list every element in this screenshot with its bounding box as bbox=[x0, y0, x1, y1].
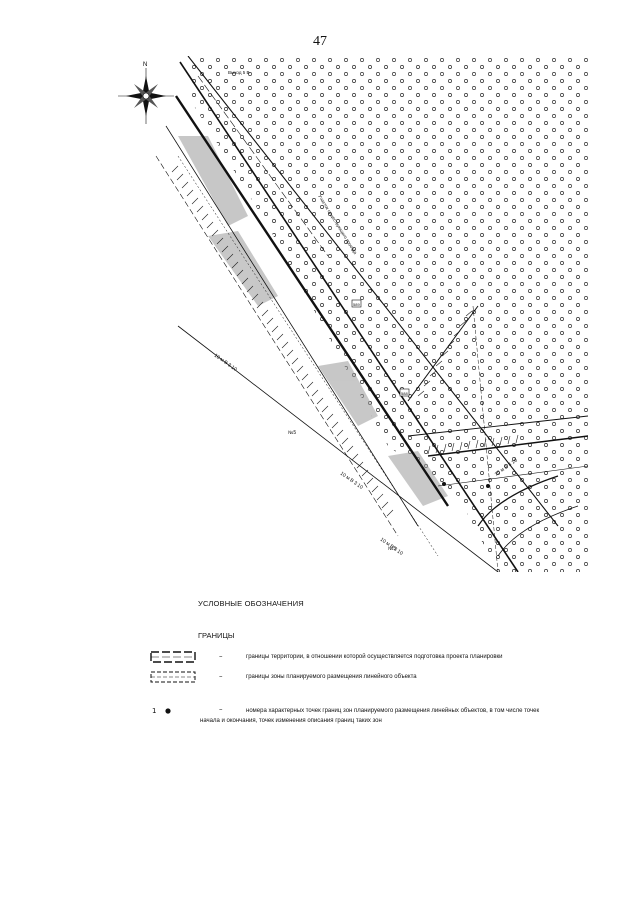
point-marker-589 bbox=[399, 388, 410, 397]
label-589: 588 bbox=[401, 391, 408, 396]
label-side-boundary-1: 10 м В 3 10 bbox=[213, 353, 238, 373]
boundary-diagonal-right bbox=[197, 75, 329, 257]
branch-road bbox=[407, 415, 588, 437]
curve-junction-2 bbox=[497, 505, 579, 557]
point-dot-2 bbox=[442, 482, 446, 486]
legend-dash-1: – bbox=[219, 652, 223, 660]
legend-point-number-label: 1 bbox=[152, 707, 157, 715]
point-dot-1 bbox=[486, 484, 490, 488]
legend-item-point-numbers-line1: номера характерных точек границ зон план… bbox=[246, 708, 540, 714]
vertical-right-1 bbox=[472, 305, 499, 572]
label-road-no5: №5 bbox=[288, 430, 296, 436]
embankment-branch-line bbox=[407, 305, 479, 402]
legend-dash-3: – bbox=[219, 705, 223, 713]
branch-road-3 bbox=[437, 465, 588, 487]
boundary-line-outer bbox=[179, 61, 519, 572]
branch-road-2 bbox=[427, 435, 588, 457]
legend-subtitle: ГРАНИЦЫ bbox=[198, 631, 235, 640]
zone-boundary-left bbox=[177, 325, 499, 572]
page-number: 47 bbox=[313, 34, 327, 49]
vegetation-area bbox=[188, 56, 588, 572]
road-edge-1 bbox=[175, 95, 449, 507]
legend-item-territory-boundary: границы территории, в отношении которой … bbox=[246, 654, 503, 660]
grey-fill-areas bbox=[178, 136, 448, 506]
label-588: 589 bbox=[353, 302, 360, 307]
legend-item-point-numbers-line2: начала и окончания, точек изменения опис… bbox=[200, 718, 382, 724]
branch-hatch bbox=[417, 310, 519, 455]
label-side-boundary-2: 10 м В 3 10 bbox=[339, 471, 364, 491]
label-top: Выход 5 В bbox=[228, 70, 249, 75]
legend-point-dot-icon bbox=[165, 708, 171, 714]
road-edge-2 bbox=[165, 125, 419, 527]
embankment-hatch bbox=[171, 165, 394, 517]
curve-junction bbox=[477, 475, 559, 527]
planning-map: N Выход 5 В 589 588 10 м В 3 10 10 м В 3… bbox=[118, 56, 588, 572]
road-edge-3 bbox=[155, 155, 399, 537]
compass-rose-icon bbox=[118, 68, 174, 124]
legend-symbol-zone-boundary bbox=[150, 671, 196, 683]
label-road-no5-2: №5 bbox=[388, 546, 396, 552]
compass-north-letter: N bbox=[143, 62, 147, 68]
legend-dash-2: – bbox=[219, 672, 223, 680]
legend-title: УСЛОВНЫЕ ОБОЗНАЧЕНИЯ bbox=[198, 599, 304, 608]
legend-item-zone-boundary: границы зоны планируемого размещения лин… bbox=[246, 674, 417, 680]
road-edge-4 bbox=[177, 155, 439, 557]
legend-symbol-territory-boundary bbox=[150, 651, 196, 663]
point-marker-588 bbox=[351, 299, 362, 308]
